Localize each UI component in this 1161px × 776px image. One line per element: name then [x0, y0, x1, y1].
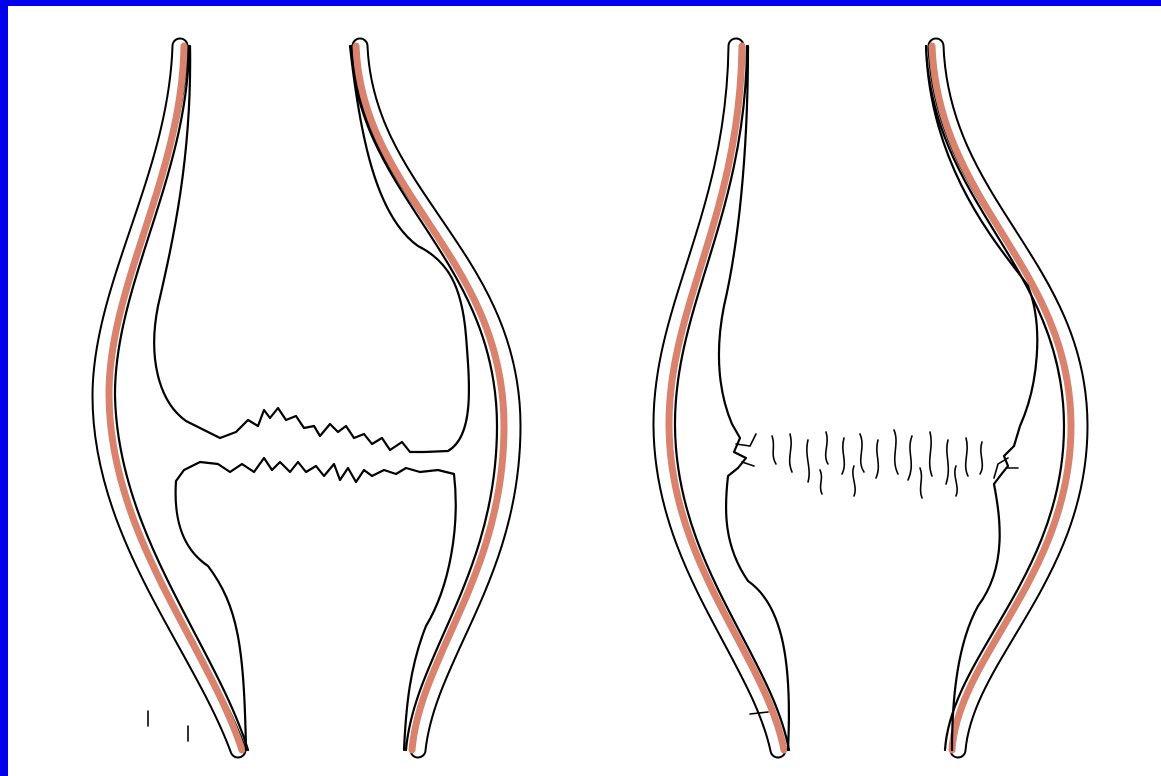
fused-left-capsule-wall	[661, 46, 789, 750]
joint-illustration	[8, 6, 1161, 776]
joint-with-rough-cartilage	[100, 46, 513, 750]
right-synovium-inner-edge	[351, 46, 497, 750]
fibrous-strand	[807, 440, 809, 482]
fibrous-strand	[908, 436, 912, 480]
fibrous-strand	[876, 440, 878, 478]
fused-bone-right-outline	[926, 46, 1037, 750]
fibrous-strand	[966, 438, 968, 476]
fibrous-strand	[980, 442, 982, 474]
upper-bone-outline	[154, 46, 469, 452]
left-synovium-layer	[109, 46, 242, 750]
fibrous-strand	[820, 470, 822, 494]
fibrous-strand	[842, 438, 844, 474]
fused-right-capsule-wall	[926, 46, 1080, 750]
fibrous-strand	[894, 430, 898, 474]
illustration-panel	[8, 6, 1161, 776]
fused-left-capsule-white-inner	[661, 46, 778, 750]
joint-with-fused-surfaces	[661, 46, 1080, 750]
fibrous-strand	[790, 434, 792, 472]
fibrous-strand	[853, 466, 855, 496]
fibrous-strand	[930, 432, 932, 476]
fibrous-strand	[826, 432, 828, 464]
right-capsule-wall	[351, 46, 513, 750]
fibrous-strand	[772, 436, 776, 464]
fibrous-strand	[860, 434, 864, 472]
fibrous-strands	[772, 430, 982, 498]
fibrous-strand	[946, 440, 948, 484]
left-capsule-wall	[100, 46, 248, 750]
fibrous-strand	[955, 466, 957, 496]
fibrous-strand	[920, 468, 922, 498]
